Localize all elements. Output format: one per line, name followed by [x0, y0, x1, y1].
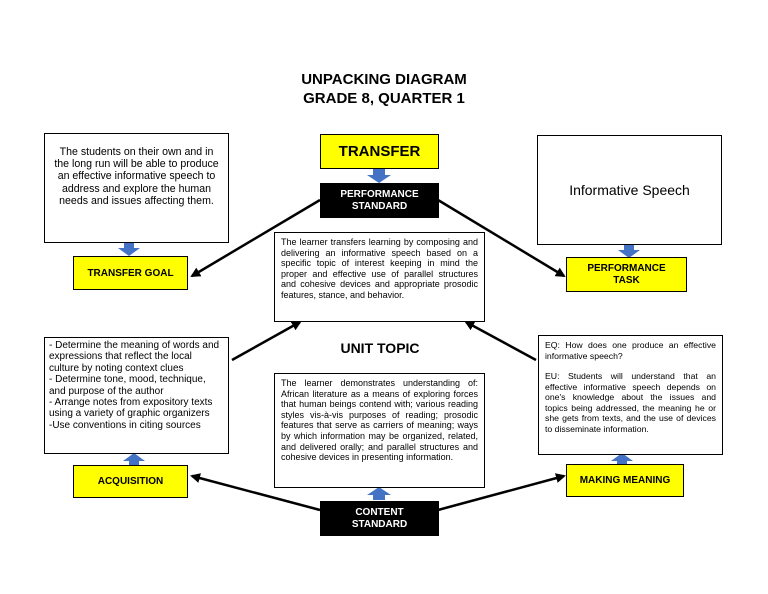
acquisition-item: - Determine tone, mood, technique, and p… [49, 374, 206, 397]
page-title: UNPACKING DIAGRAM [301, 71, 467, 88]
down-arrow-icon [618, 245, 640, 258]
performance-standard-text: The learner transfers learning by compos… [274, 232, 485, 322]
acquisition-text: - Determine the meaning of words and exp… [44, 337, 229, 454]
arrow-to-performance-task [437, 198, 566, 278]
down-arrow-icon [367, 169, 391, 183]
essential-question: EQ: How does one produce an effective in… [545, 340, 716, 361]
blue-arrows [118, 169, 640, 500]
making-meaning-text: EQ: How does one produce an effective in… [538, 335, 723, 455]
up-arrow-icon [611, 453, 633, 466]
performance-task-label: PERFORMANCE TASK [566, 257, 687, 292]
enduring-understanding: EU: Students will understand that an eff… [545, 371, 716, 434]
transfer-goal-label: TRANSFER GOAL [73, 256, 188, 290]
transfer-goal-text: The students on their own and in the lon… [44, 133, 229, 243]
arrow-to-making-meaning [437, 473, 566, 512]
acquisition-item: - Arrange notes from expository texts us… [49, 397, 213, 420]
acquisition-item: -Use conventions in citing sources [49, 419, 201, 431]
content-standard-text: The learner demonstrates understanding o… [274, 373, 485, 488]
content-standard-label: CONTENT STANDARD [320, 501, 439, 536]
performance-task-text: Informative Speech [537, 135, 722, 245]
arrow-meaning-to-standard [464, 320, 537, 362]
arrow-acquisition-to-standard [231, 320, 302, 362]
making-meaning-label: MAKING MEANING [566, 464, 684, 497]
up-arrow-icon [367, 487, 391, 500]
arrow-to-transfer-goal [190, 198, 321, 278]
performance-standard-label: PERFORMANCE STANDARD [320, 183, 439, 218]
up-arrow-icon [123, 453, 145, 466]
arrow-to-acquisition [190, 473, 321, 512]
transfer-box: TRANSFER [320, 134, 439, 169]
acquisition-label: ACQUISITION [73, 465, 188, 498]
unit-topic-label: UNIT TOPIC [340, 340, 420, 356]
down-arrow-icon [118, 243, 140, 256]
page-subtitle: GRADE 8, QUARTER 1 [303, 90, 465, 107]
acquisition-item: - Determine the meaning of words and exp… [49, 340, 220, 374]
